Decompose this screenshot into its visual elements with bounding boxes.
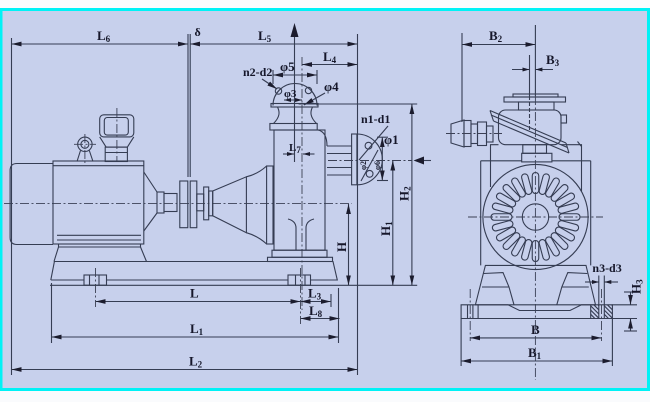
svg-text:L7: L7 — [289, 142, 301, 155]
svg-text:φ2: φ2 — [359, 161, 368, 170]
svg-text:n3-d3: n3-d3 — [592, 261, 621, 275]
svg-text:φ1: φ1 — [384, 132, 399, 147]
svg-text:B: B — [531, 322, 540, 337]
svg-text:n2-d2: n2-d2 — [243, 65, 272, 79]
svg-text:L: L — [190, 286, 199, 301]
svg-text:δ: δ — [195, 25, 201, 39]
svg-text:n1-d1: n1-d1 — [361, 112, 390, 126]
svg-text:φ3: φ3 — [284, 88, 297, 100]
svg-text:φ6: φ6 — [373, 161, 382, 170]
svg-text:H: H — [334, 242, 349, 252]
svg-text:φ5: φ5 — [280, 59, 295, 74]
svg-text:φ4: φ4 — [324, 79, 339, 94]
